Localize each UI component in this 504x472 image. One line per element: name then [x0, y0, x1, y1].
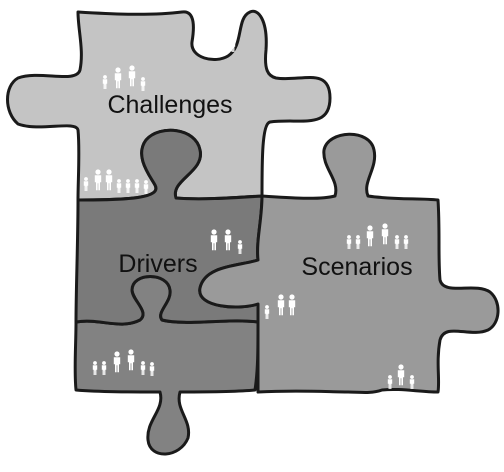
challenges-label: Challenges	[107, 91, 232, 119]
drivers-label: Drivers	[118, 250, 197, 278]
family-group-icon	[218, 27, 236, 52]
scenarios-piece	[198, 132, 500, 394]
scenarios-label: Scenarios	[301, 253, 412, 281]
